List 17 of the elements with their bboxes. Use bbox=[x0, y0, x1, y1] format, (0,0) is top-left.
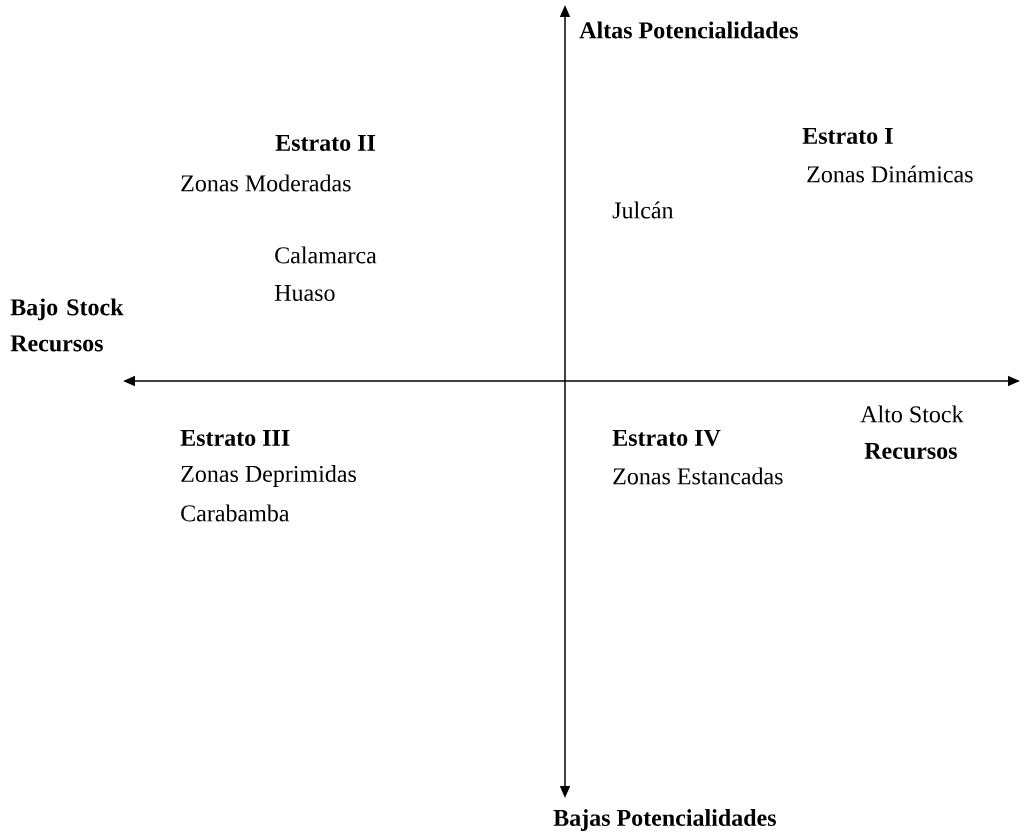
axis-label: Altas Potencialidades bbox=[579, 21, 798, 39]
quadrant-subtitle: Zonas Dinámicas bbox=[807, 165, 973, 183]
quadrant-heading: Estrato III bbox=[180, 430, 290, 446]
place-name: Calamarca bbox=[275, 246, 377, 264]
quadrant-heading: Estrato IV bbox=[612, 429, 721, 447]
quadrant-subtitle: Zonas Deprimidas bbox=[181, 465, 356, 487]
quadrant-heading: Estrato I bbox=[802, 128, 893, 144]
axis-label: Bajas Potencialidades bbox=[553, 809, 776, 831]
axis-label: Alto Stock bbox=[860, 405, 964, 423]
axis-label: Recursos bbox=[864, 443, 957, 459]
place-name: Huaso bbox=[274, 285, 335, 301]
place-name: Carabamba bbox=[181, 504, 290, 522]
quadrant-subtitle: Zonas Estancadas bbox=[613, 467, 783, 485]
axis-label: Bajo Stock Recursos bbox=[10, 298, 124, 352]
place-name: Julcán bbox=[612, 201, 674, 219]
quadrant-subtitle: Zonas Moderadas bbox=[181, 174, 351, 192]
quadrant-heading: Estrato II bbox=[275, 135, 376, 151]
